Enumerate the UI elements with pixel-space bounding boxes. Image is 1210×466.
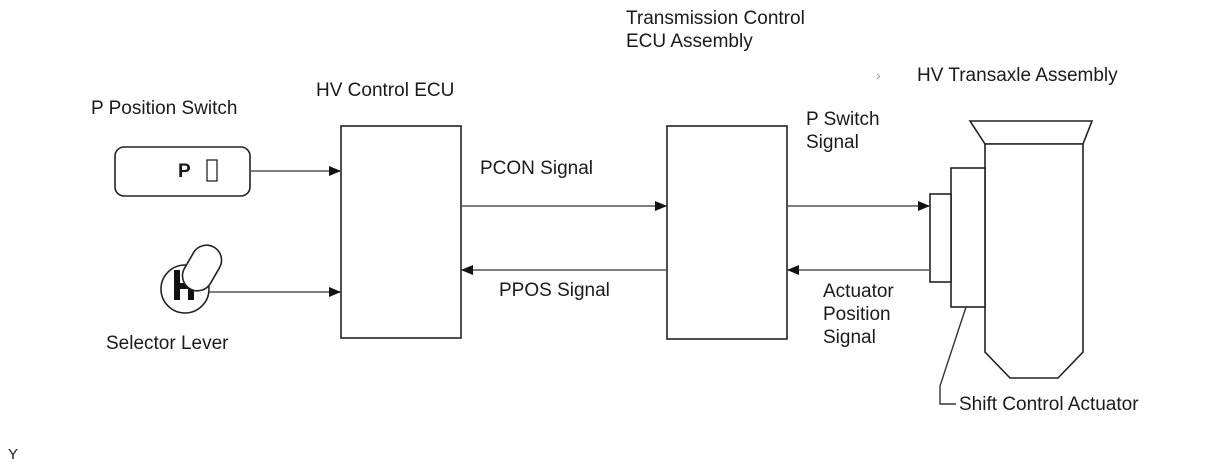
p-position-switch-label: P Position Switch: [91, 98, 238, 119]
p-button-label: P: [178, 161, 191, 182]
ppos-signal-label: PPOS Signal: [499, 280, 610, 301]
transmission-ecu-box: [666, 125, 788, 340]
footer-mark: Y: [8, 446, 19, 463]
transmission-ecu-label: Transmission Control ECU Assembly: [626, 8, 805, 52]
actuator-position-signal-label: Actuator Position Signal: [823, 281, 894, 348]
shift-control-actuator-label: Shift Control Actuator: [959, 394, 1139, 415]
stray-mark: ›: [876, 67, 881, 83]
shift-control-actuator: [950, 167, 986, 308]
hv-transaxle-label: HV Transaxle Assembly: [917, 65, 1118, 86]
p-switch-signal-label: P Switch Signal: [806, 109, 880, 153]
pcon-signal-label: PCON Signal: [480, 158, 593, 179]
hv-control-ecu-label: HV Control ECU: [316, 80, 455, 101]
hv-control-ecu-box: [340, 125, 462, 339]
selector-lever-icon: [160, 244, 223, 314]
shift-actuator-leader-line: [939, 306, 967, 405]
hv-transaxle-assembly: [929, 120, 1094, 379]
p-switch-indicator: [206, 159, 218, 182]
selector-lever-label: Selector Lever: [106, 333, 229, 354]
